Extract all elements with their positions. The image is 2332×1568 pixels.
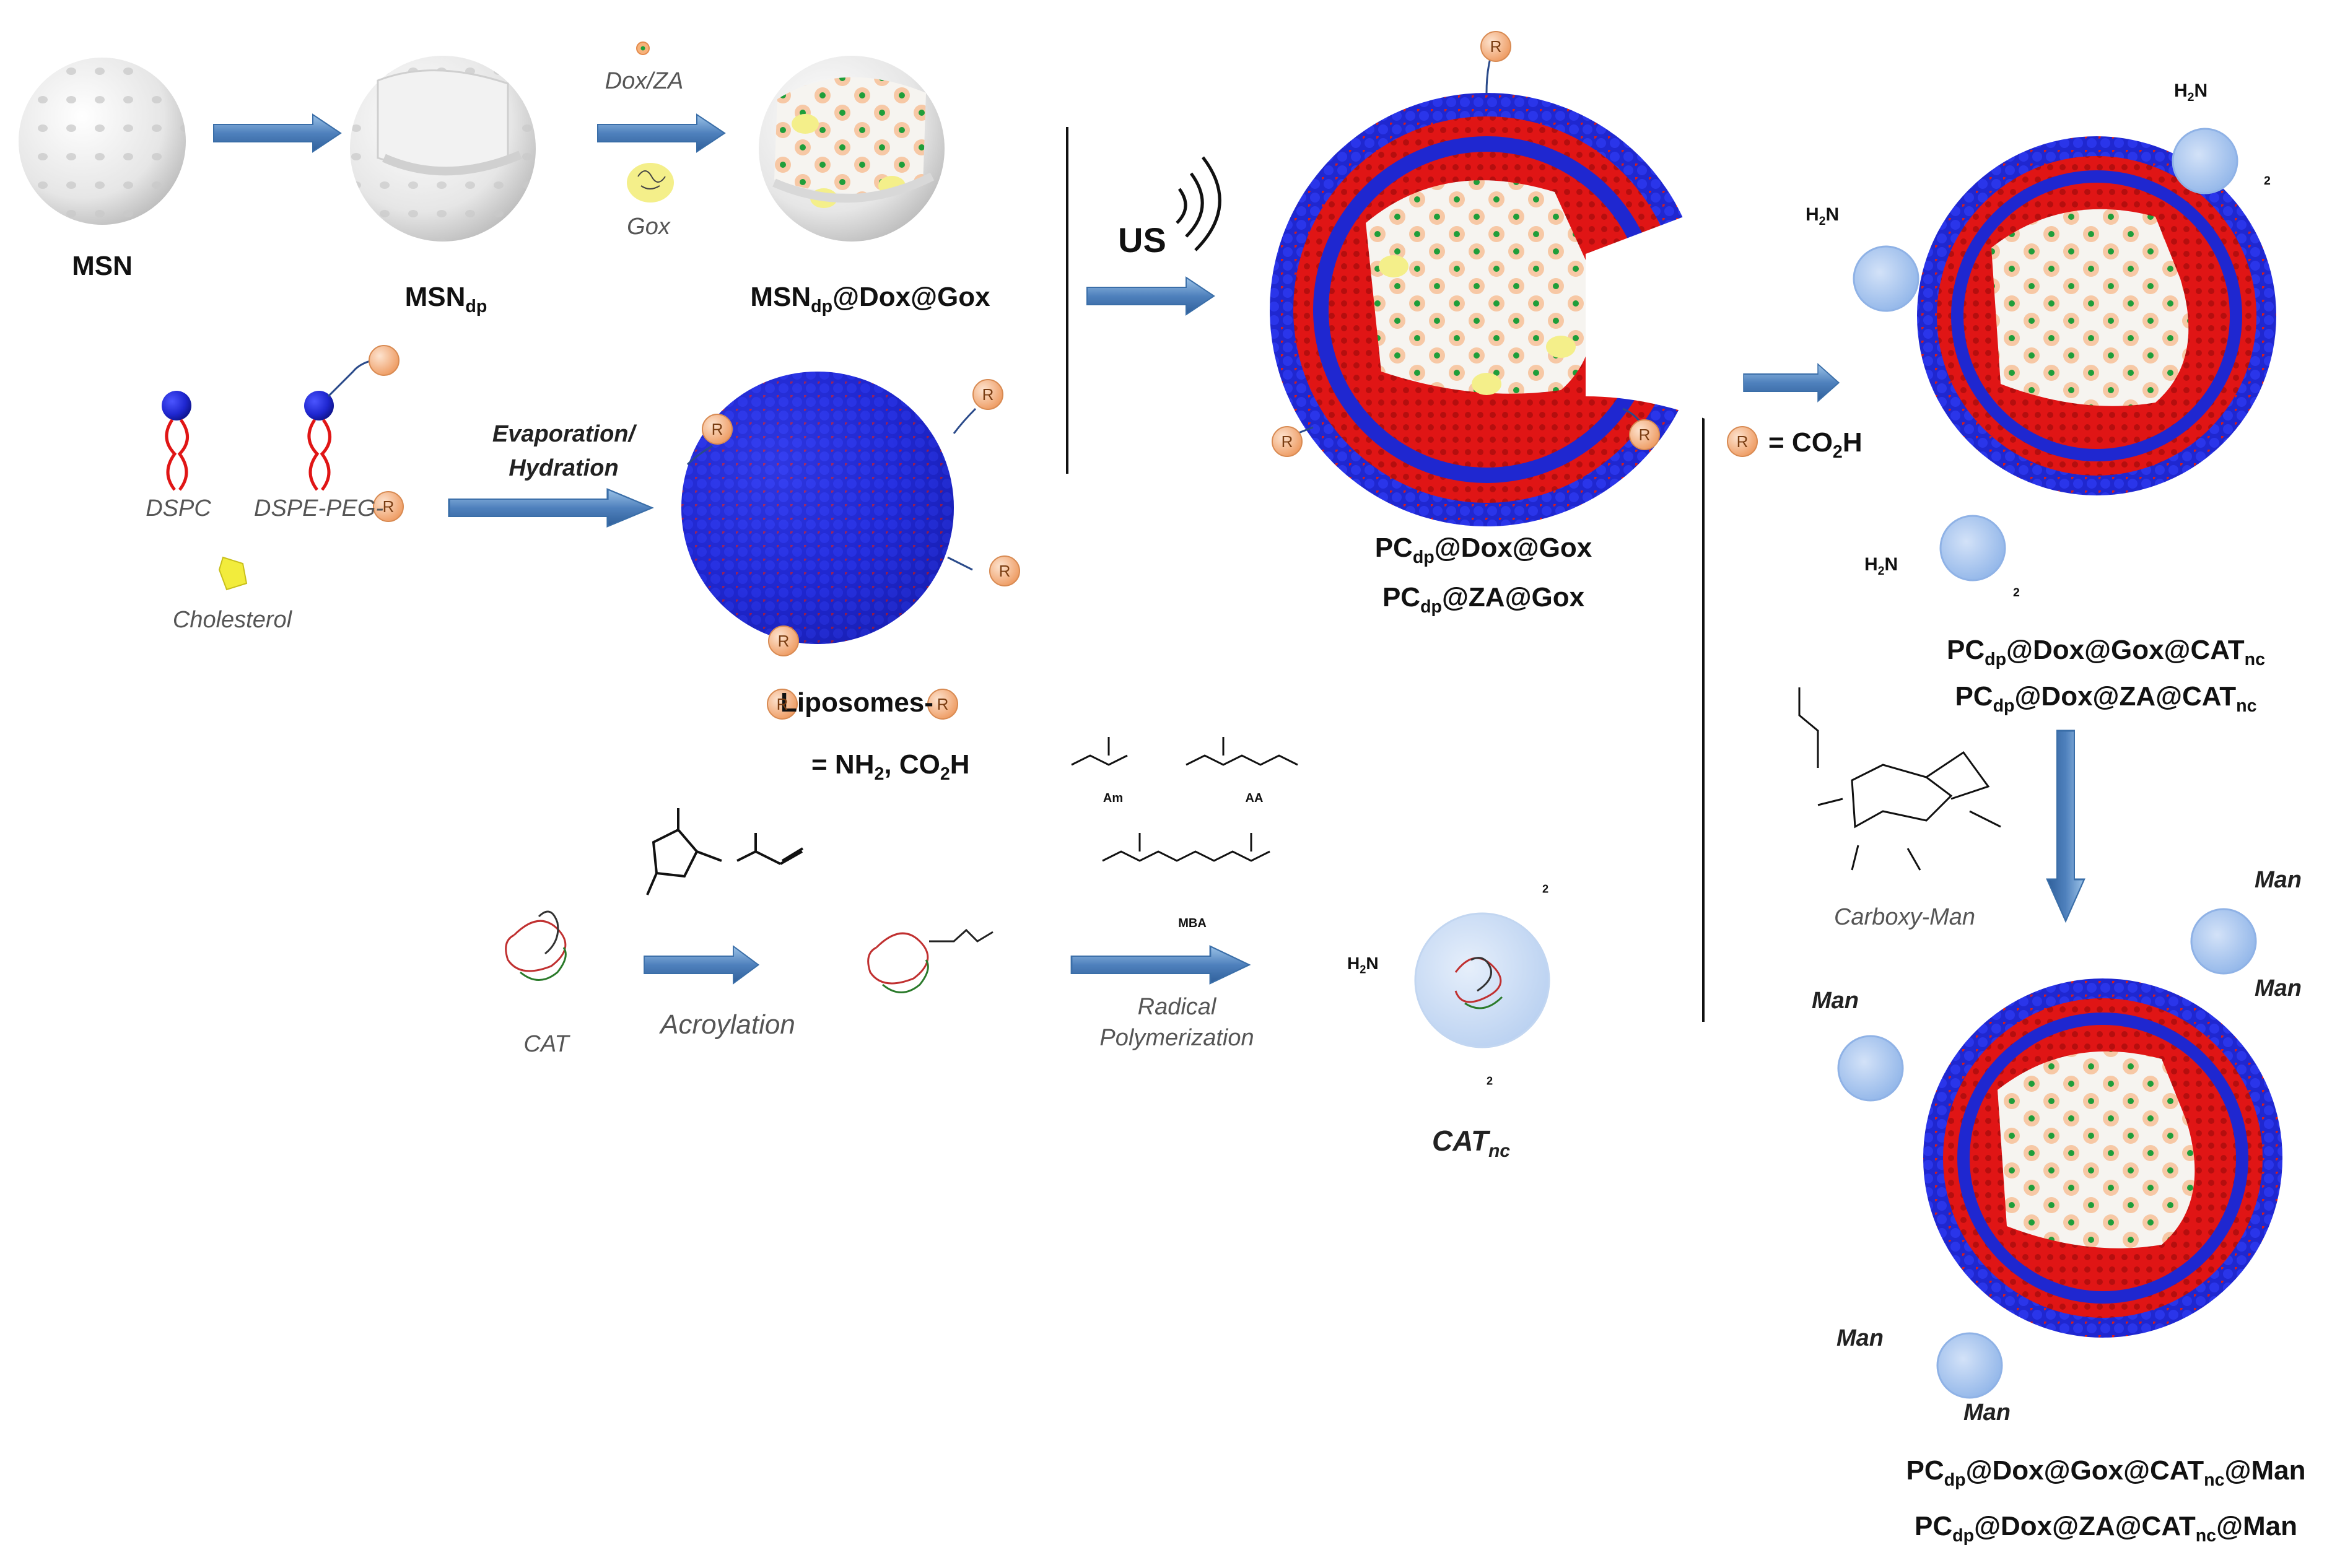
gox-label: Gox (627, 214, 670, 240)
arrow-right-icon (448, 488, 653, 528)
h2n-label: H2N (1347, 954, 1379, 976)
aa-label: AA (1245, 791, 1264, 805)
mba-label: MBA (1178, 917, 1207, 930)
r-badge-text: R (1281, 432, 1293, 451)
pc-dp-dox-gox-cat-nc-label: PCdp@Dox@Gox@CATnc (1946, 635, 2266, 669)
pc-dp-dox-gox-cat-man-particle (1837, 908, 2282, 1399)
pc-dp-dox-za-cat-nc-label: PCdp@Dox@ZA@CATnc (1955, 681, 2257, 716)
nh2-label: 2 (2013, 586, 2020, 599)
arrow-down-icon (2046, 730, 2085, 922)
carboxy-man-label: Carboxy-Man (1833, 904, 1976, 930)
man-label: Man (1836, 1325, 1884, 1351)
arrow-right-icon (597, 114, 725, 152)
man-label: Man (1812, 988, 1859, 1014)
msn-dp-dox-gox-particle (759, 56, 945, 242)
carboxy-man-structure (1798, 687, 2001, 871)
pc-dp-dox-za-cat-nc-man-label: PCdp@Dox@ZA@CATnc@Man (1915, 1511, 2297, 1546)
dspc-label: DSPC (146, 495, 211, 521)
man-label: Man (1963, 1400, 2011, 1426)
r-badge-text: R (937, 695, 949, 713)
polymerization-label: Polymerization (1099, 1025, 1254, 1051)
liposomes-label: Liposomes- (780, 687, 933, 718)
arrow-right-icon (1086, 277, 1215, 315)
r-badge-text: R (998, 562, 1011, 580)
cholesterol-icon (218, 556, 248, 591)
pc-dp-za-gox-label: PCdp@ZA@Gox (1382, 582, 1585, 617)
protein-catalase-icon (505, 910, 567, 981)
monomer-structures (1071, 737, 1298, 862)
protein-acrylated-icon (867, 928, 994, 993)
r-badge-text: R (1490, 37, 1502, 56)
r-badge-text: R (776, 695, 788, 713)
r-definition-label: = NH2, CO2H (811, 749, 970, 784)
pc-dp-dox-gox-label: PCdp@Dox@Gox (1374, 533, 1592, 567)
arrow-right-icon (1070, 945, 1251, 985)
r-badge-text: R (711, 420, 723, 438)
msn-dp-label: MSNdp (404, 282, 487, 316)
cat-label: CAT (523, 1031, 569, 1057)
liposome-particle (681, 372, 1020, 656)
radical-label: Radical (1137, 994, 1216, 1020)
arrow-right-icon (644, 946, 759, 984)
hydration-label: Hydration (509, 455, 619, 481)
gox-icon (627, 163, 674, 203)
ultrasound-waves-icon (1176, 156, 1221, 251)
nhs-acrylate-structure (646, 808, 804, 895)
msn-dp-particle (350, 56, 536, 242)
pc-dp-dox-gox-particle (1270, 31, 1765, 526)
msn-dp-dox-gox-label: MSNdp@Dox@Gox (750, 282, 990, 316)
cat-nc-label: CATnc (1431, 1125, 1511, 1162)
r-badge-text: R (777, 632, 790, 650)
nh2-label: 2 (1487, 1074, 1493, 1087)
cat-nc-particle (1414, 912, 1550, 1048)
r-badge-text: R (382, 497, 395, 516)
h2n-label: H2N (1864, 554, 1898, 578)
am-label: Am (1103, 791, 1124, 805)
nh2-label: 2 (2264, 174, 2271, 188)
cholesterol-label: Cholesterol (172, 607, 292, 633)
r-co2h-definition-label: = CO2H (1768, 427, 1863, 462)
evaporation-label: Evaporation/ (492, 421, 635, 447)
nh2-label: 2 (1542, 882, 1549, 895)
lipid-dspe-peg-icon (304, 345, 400, 491)
pc-dp-dox-gox-cat-particle (1853, 128, 2276, 581)
msn-particle (19, 58, 186, 225)
lipid-dspc-icon (162, 391, 191, 491)
man-label: Man (2255, 867, 2302, 893)
acroylation-label: Acroylation (660, 1009, 795, 1040)
man-label: Man (2255, 975, 2302, 1001)
h2n-label: H2N (1806, 204, 1840, 228)
dspe-peg-label: DSPE-PEG- (254, 495, 384, 521)
msn-label: MSN (72, 251, 133, 281)
r-badge-text: R (982, 385, 994, 404)
dox-za-label: Dox/ZA (605, 68, 684, 94)
pc-dp-dox-gox-cat-nc-man-label: PCdp@Dox@Gox@CATnc@Man (1906, 1455, 2306, 1490)
us-label: US (1118, 220, 1166, 259)
arrow-right-icon (213, 114, 341, 152)
r-badge-text: R (1736, 432, 1749, 451)
h2n-label: H2N (2174, 81, 2208, 104)
r-badge-text: R (1638, 425, 1651, 444)
